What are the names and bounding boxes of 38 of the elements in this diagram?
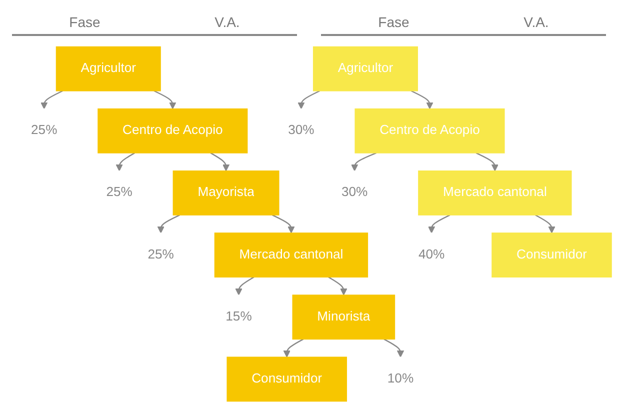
arrow [428, 214, 450, 234]
node-box: Minorista [292, 294, 396, 340]
node-box: Consumidor [226, 356, 347, 402]
node-box: Consumidor [492, 232, 612, 278]
node-text: 30% [288, 124, 314, 138]
arrow [272, 214, 295, 234]
arrow [384, 338, 404, 358]
node-box: Mercado cantonal [214, 232, 368, 278]
arrow [210, 152, 230, 172]
column-header: V.A. [214, 14, 240, 30]
arrow [328, 276, 348, 296]
node-box: Agricultor [312, 46, 418, 92]
arrow [40, 90, 63, 110]
arrow [116, 152, 136, 172]
arrow [350, 152, 377, 172]
node-text: 40% [418, 248, 445, 262]
node-text: 25% [148, 248, 174, 262]
column-header: Fase [69, 14, 100, 30]
node-box: Centro de Acopio [354, 108, 505, 154]
arrow [476, 152, 498, 172]
node-text: 10% [387, 372, 414, 386]
arrow [283, 338, 304, 358]
arrow [154, 90, 176, 110]
column-header: V.A. [524, 14, 549, 30]
node-text: 30% [341, 186, 368, 200]
node-text: 15% [226, 310, 252, 324]
arrow [298, 90, 320, 110]
arrow [535, 214, 556, 234]
node-box: Mayorista [172, 170, 280, 216]
node-box: Mercado cantonal [418, 170, 572, 216]
arrow [235, 276, 254, 296]
column-header: Fase [378, 14, 410, 30]
node-box: Agricultor [56, 46, 161, 92]
node-text: 25% [106, 186, 132, 200]
arrow [410, 90, 434, 110]
node-box: Centro de Acopio [98, 108, 248, 154]
arrow [157, 214, 180, 234]
node-text: 25% [31, 124, 58, 138]
